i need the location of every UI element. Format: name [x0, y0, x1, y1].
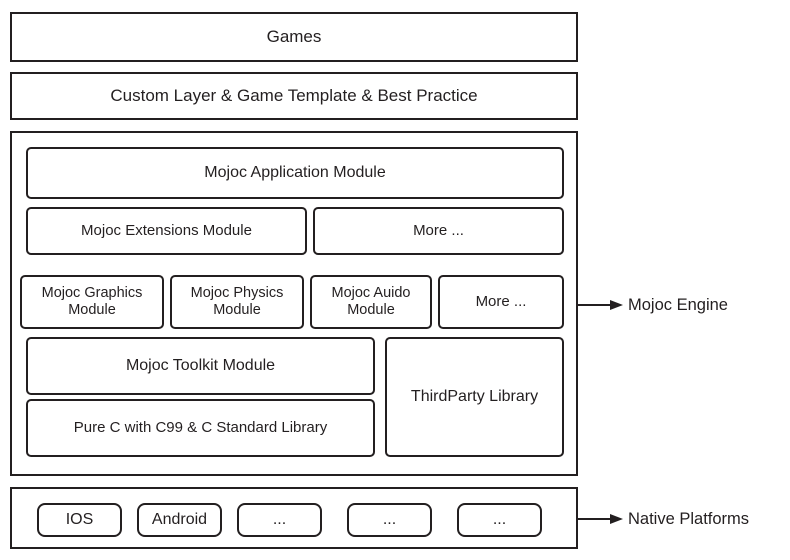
platform-chip-0: IOS	[37, 503, 122, 537]
platform-chip-3: ...	[347, 503, 432, 537]
platform-chip-2: ...	[237, 503, 322, 537]
arrow-right-icon	[578, 300, 623, 310]
module-application: Mojoc Application Module	[26, 147, 564, 199]
module-toolkit-label: Mojoc Toolkit Module	[125, 356, 276, 374]
module-pure-c-label: Pure C with C99 & C Standard Library	[73, 419, 328, 437]
module-more-core: More ...	[438, 275, 564, 329]
module-extensions: Mojoc Extensions Module	[26, 207, 307, 255]
module-graphics: Mojoc Graphics Module	[20, 275, 164, 329]
layer-games: Games	[10, 12, 578, 62]
arrow-right-icon	[578, 514, 623, 524]
layer-games-label: Games	[266, 26, 322, 46]
annotation-mojoc-engine: Mojoc Engine	[578, 293, 728, 317]
module-more-core-label: More ...	[475, 293, 527, 311]
annotation-native-platforms-label: Native Platforms	[628, 509, 750, 528]
layer-custom-label: Custom Layer & Game Template & Best Prac…	[110, 85, 478, 105]
module-thirdparty-library: ThirdParty Library	[385, 337, 564, 457]
module-audio-label: Mojoc Auido Module	[331, 284, 411, 318]
platform-chip-1: Android	[137, 503, 222, 537]
platform-chip-3-label: ...	[382, 510, 397, 528]
module-more-extensions-label: More ...	[413, 222, 464, 240]
module-toolkit: Mojoc Toolkit Module	[26, 337, 375, 395]
module-physics-label: Mojoc Physics Module	[190, 284, 284, 318]
module-physics: Mojoc Physics Module	[170, 275, 304, 329]
module-extensions-label: Mojoc Extensions Module	[81, 222, 252, 240]
module-thirdparty-library-label: ThirdParty Library	[410, 387, 539, 405]
platform-chip-4: ...	[457, 503, 542, 537]
module-graphics-label: Mojoc Graphics Module	[41, 284, 143, 318]
module-application-label: Mojoc Application Module	[204, 163, 386, 181]
platform-chip-0-label: IOS	[65, 510, 94, 528]
module-more-extensions: More ...	[313, 207, 564, 255]
platform-chip-2-label: ...	[272, 510, 287, 528]
layer-mojoc-engine: Mojoc Application Module Mojoc Extension…	[10, 131, 578, 476]
module-pure-c: Pure C with C99 & C Standard Library	[26, 399, 375, 457]
module-audio: Mojoc Auido Module	[310, 275, 432, 329]
annotation-native-platforms: Native Platforms	[578, 507, 749, 531]
platform-chip-4-label: ...	[492, 510, 507, 528]
annotation-mojoc-engine-label: Mojoc Engine	[628, 295, 728, 314]
layer-custom: Custom Layer & Game Template & Best Prac…	[10, 72, 578, 120]
layer-native-platforms: IOS Android ... ... ...	[10, 487, 578, 549]
platform-chip-1-label: Android	[151, 510, 208, 528]
